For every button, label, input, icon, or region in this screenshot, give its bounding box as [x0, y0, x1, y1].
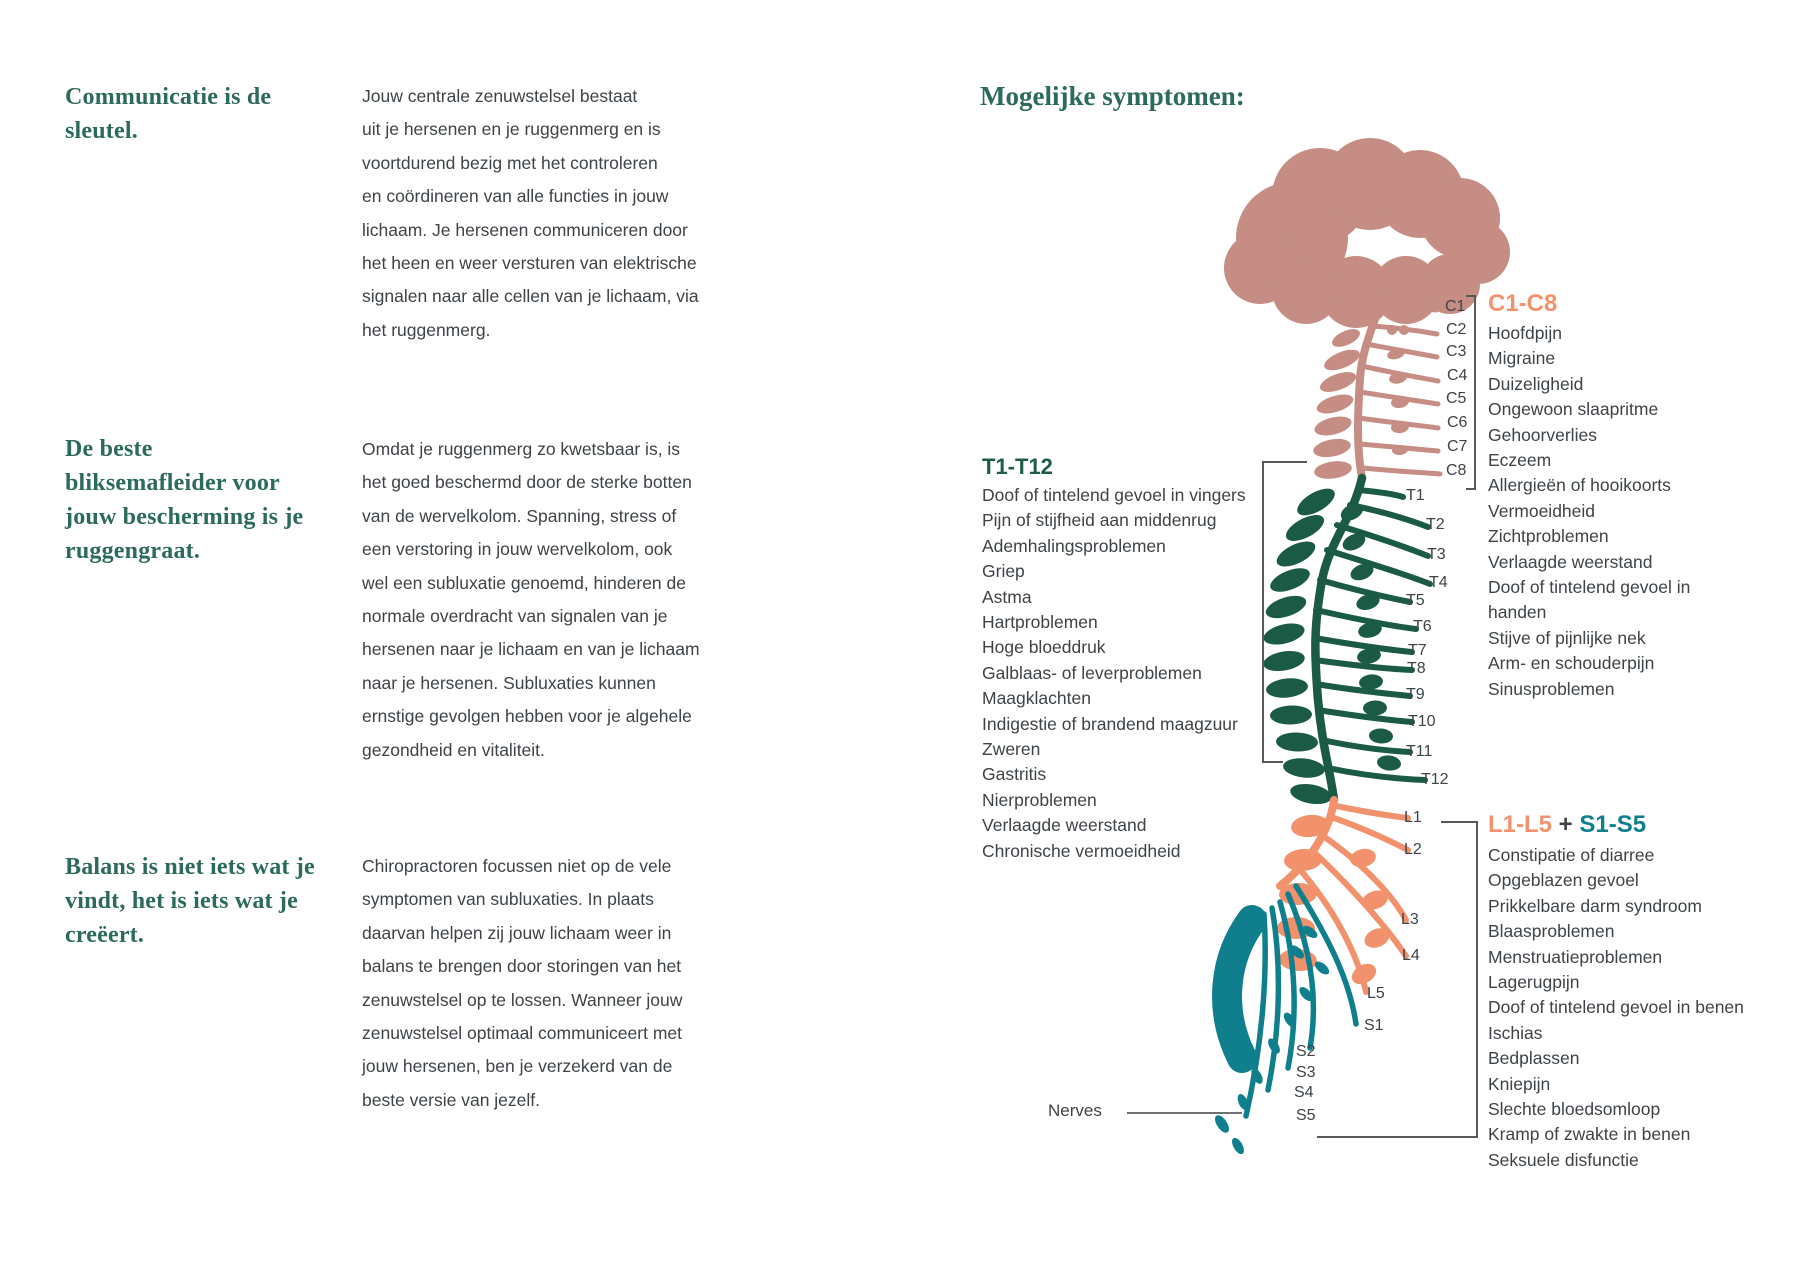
- segment-label-T1: T1: [1406, 487, 1425, 504]
- segment-label-T12: T12: [1421, 771, 1449, 788]
- segment-label-L1: L1: [1404, 809, 1422, 826]
- segment-label-T11: T11: [1406, 743, 1433, 760]
- cervical-vertebrae: [1313, 325, 1409, 479]
- bracket-cervical: [1466, 295, 1476, 490]
- group-brackets: [1262, 295, 1478, 1138]
- sacral-region: [1212, 883, 1359, 1155]
- segment-label-T3: T3: [1427, 546, 1446, 563]
- segment-label-T5: T5: [1406, 592, 1425, 609]
- segment-label-T10: T10: [1408, 713, 1436, 730]
- segment-label-S1: S1: [1364, 1017, 1384, 1034]
- brain-illustration: [1224, 138, 1510, 328]
- segment-label-T6: T6: [1413, 618, 1432, 635]
- segment-label-C7: C7: [1447, 438, 1468, 455]
- segment-label-T9: T9: [1406, 686, 1425, 703]
- segment-label-L2: L2: [1404, 841, 1422, 858]
- segment-label-T2: T2: [1426, 516, 1445, 533]
- sacral-range-label: S1-S5: [1579, 811, 1647, 838]
- segment-label-C8: C8: [1446, 462, 1467, 479]
- segment-label-T7: T7: [1408, 642, 1427, 659]
- segment-label-T4: T4: [1429, 574, 1448, 591]
- segment-label-C5: C5: [1446, 390, 1467, 407]
- segment-label-C2: C2: [1446, 321, 1467, 338]
- lumbar-range-label: L1-L5: [1488, 811, 1553, 838]
- lumbosacral-header: L1-L5 + S1-S5: [1488, 810, 1646, 840]
- segment-label-C4: C4: [1447, 367, 1468, 384]
- segment-label-L5: L5: [1367, 985, 1385, 1002]
- cervical-header: C1-C8: [1488, 290, 1558, 317]
- segment-label-S5: S5: [1296, 1107, 1316, 1124]
- segment-label-L3: L3: [1401, 911, 1419, 928]
- segment-label-S3: S3: [1296, 1064, 1316, 1081]
- nerves-label: Nerves: [1048, 1101, 1102, 1120]
- segment-label-C3: C3: [1446, 343, 1467, 360]
- segment-label-C6: C6: [1447, 414, 1468, 431]
- segment-label-S4: S4: [1294, 1084, 1314, 1101]
- segment-label-S2: S2: [1296, 1043, 1316, 1060]
- plus-sign: +: [1552, 811, 1580, 838]
- symptoms-title: Mogelijke symptomen:: [980, 81, 1245, 111]
- segment-label-T8: T8: [1407, 660, 1426, 677]
- bracket-lumbosacral: [1317, 821, 1478, 1138]
- segment-label-L4: L4: [1402, 947, 1420, 964]
- segment-label-C1: C1: [1445, 298, 1466, 315]
- lumbar-vertebrae: [1277, 814, 1390, 985]
- lumbar-cord-and-nerves: [1276, 796, 1411, 995]
- thoracic-header: T1-T12: [982, 454, 1053, 479]
- cervical-cord-and-nerves: [1354, 294, 1443, 482]
